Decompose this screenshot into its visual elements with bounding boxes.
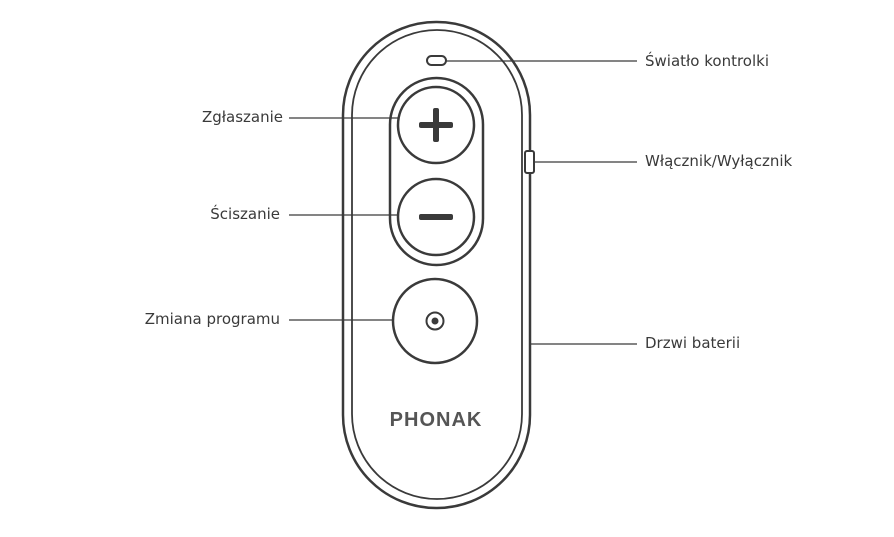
label-indicator-light: Światło kontrolki bbox=[645, 52, 769, 70]
program-ring-icon bbox=[425, 311, 445, 331]
label-program-change: Zmiana programu bbox=[144, 310, 280, 328]
label-power-switch: Włącznik/Wyłącznik bbox=[645, 152, 793, 170]
volume-rocker-capsule bbox=[388, 76, 485, 267]
label-volume-down: Ściszanie bbox=[210, 205, 280, 223]
label-battery-door: Drzwi baterii bbox=[645, 334, 741, 352]
power-switch bbox=[524, 150, 535, 174]
minus-icon bbox=[419, 214, 453, 220]
label-volume-up: Zgłaszanie bbox=[201, 108, 283, 126]
device-inner-face bbox=[351, 29, 523, 500]
brand-logo: PHONAK bbox=[390, 409, 483, 431]
plus-icon bbox=[419, 108, 453, 142]
